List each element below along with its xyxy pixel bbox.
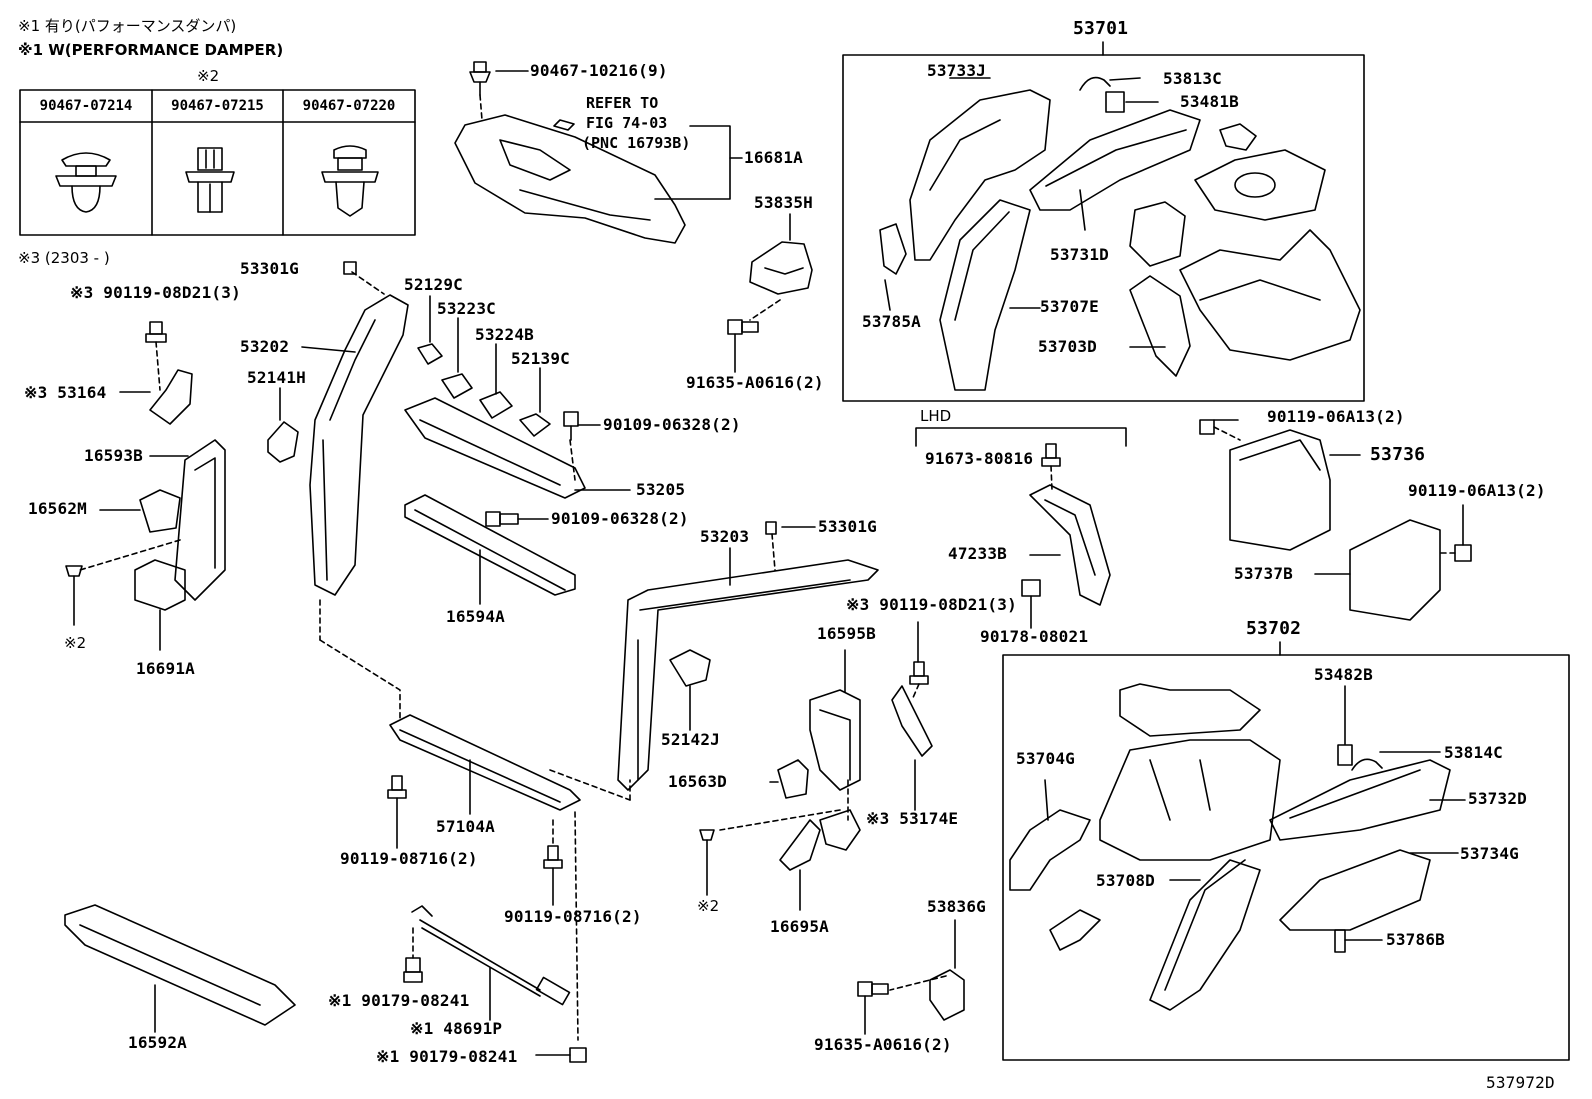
part-label: 53701 xyxy=(1073,18,1129,39)
part-label: 53223C xyxy=(437,299,496,318)
part-label: 53734G xyxy=(1460,844,1519,863)
part-label: 53836G xyxy=(927,897,986,916)
part-label: 91635-A0616(2) xyxy=(814,1035,952,1054)
part-label: 16681A xyxy=(744,148,803,167)
part-label: 91635-A0616(2) xyxy=(686,373,824,392)
part-label: 53835H xyxy=(754,193,813,212)
part-label: 52129C xyxy=(404,275,463,294)
part-label: 53301G xyxy=(818,517,877,536)
part-label: 16595B xyxy=(817,624,876,643)
part-label: 53482B xyxy=(1314,665,1373,684)
group-box-53702 xyxy=(1002,654,1570,1061)
part-label: ※3 53164 xyxy=(24,383,107,402)
note-mark-2: ※2 xyxy=(197,67,220,85)
part-label: 53481B xyxy=(1180,92,1239,111)
part-label: ※1 48691P xyxy=(410,1019,503,1038)
part-label: 53736 xyxy=(1370,444,1426,465)
part-label: 90119-08716(2) xyxy=(504,907,642,926)
note-performance-damper-jp: ※1 有り(パフォーマンスダンパ) xyxy=(18,17,237,35)
part-label: 90109-06328(2) xyxy=(603,415,741,434)
note-performance-damper-en: ※1 W(PERFORMANCE DAMPER) xyxy=(18,41,284,59)
part-label: 53731D xyxy=(1050,245,1109,264)
diagram-id: 537972D xyxy=(1486,1073,1555,1092)
part-label: 57104A xyxy=(436,817,495,836)
part-label: 90119-06A13(2) xyxy=(1267,407,1405,426)
refer-line-2: FIG 74-03 xyxy=(586,114,668,132)
part-label: 53703D xyxy=(1038,337,1097,356)
part-label: 91673-80816 xyxy=(925,449,1034,468)
refer-line-1: REFER TO xyxy=(586,94,659,112)
part-label: 90178-08021 xyxy=(980,627,1089,646)
clip-table-cell: 90467-07214 xyxy=(39,98,133,114)
clip-table-frame xyxy=(19,89,416,236)
part-label: 53704G xyxy=(1016,749,1075,768)
part-label: 53737B xyxy=(1234,564,1293,583)
part-label: 16695A xyxy=(770,917,829,936)
group-box-53701 xyxy=(842,54,1365,402)
note-mark-3-date: ※3 (2303 - ) xyxy=(18,249,110,267)
part-label: 53786B xyxy=(1386,930,1445,949)
clip-table-cell: 90467-07215 xyxy=(171,98,264,114)
part-label: 53224B xyxy=(475,325,534,344)
part-label: 53202 xyxy=(240,337,290,356)
part-label: 53205 xyxy=(636,480,686,499)
part-label: 16594A xyxy=(446,607,505,626)
part-label: 16592A xyxy=(128,1033,187,1052)
part-label: 53732D xyxy=(1468,789,1527,808)
part-label: ※3 90119-08D21(3) xyxy=(70,283,241,302)
part-label: ※3 90119-08D21(3) xyxy=(846,595,1017,614)
part-label: ※2 xyxy=(697,897,720,915)
part-label: 16691A xyxy=(136,659,195,678)
part-label: 53702 xyxy=(1246,618,1302,639)
part-label: 53301G xyxy=(240,259,299,278)
part-label: 52142J xyxy=(661,730,720,749)
part-label: 16562M xyxy=(28,499,87,518)
part-label: 53707E xyxy=(1040,297,1099,316)
part-label: 52141H xyxy=(247,368,306,387)
part-label: 53733J xyxy=(927,61,986,80)
part-label: 16593B xyxy=(84,446,143,465)
part-label: ※2 xyxy=(64,634,87,652)
part-label: ※1 90179-08241 xyxy=(328,991,470,1010)
part-label: 53813C xyxy=(1163,69,1222,88)
part-label: 53785A xyxy=(862,312,921,331)
part-label: 90109-06328(2) xyxy=(551,509,689,528)
part-label: 90119-08716(2) xyxy=(340,849,478,868)
part-label: 90119-06A13(2) xyxy=(1408,481,1546,500)
refer-line-3: (PNC 16793B) xyxy=(582,134,691,152)
part-label: 52139C xyxy=(511,349,570,368)
part-label: ※3 53174E xyxy=(866,809,959,828)
part-label: 53814C xyxy=(1444,743,1503,762)
part-label: 53708D xyxy=(1096,871,1155,890)
part-label: 90467-10216(9) xyxy=(530,61,668,80)
part-label: 47233B xyxy=(948,544,1007,563)
part-label: 16563D xyxy=(668,772,727,791)
part-label: ※1 90179-08241 xyxy=(376,1047,518,1066)
lhd-label: LHD xyxy=(920,407,952,425)
part-label: 53203 xyxy=(700,527,750,546)
clip-table-cell: 90467-07220 xyxy=(302,98,396,114)
